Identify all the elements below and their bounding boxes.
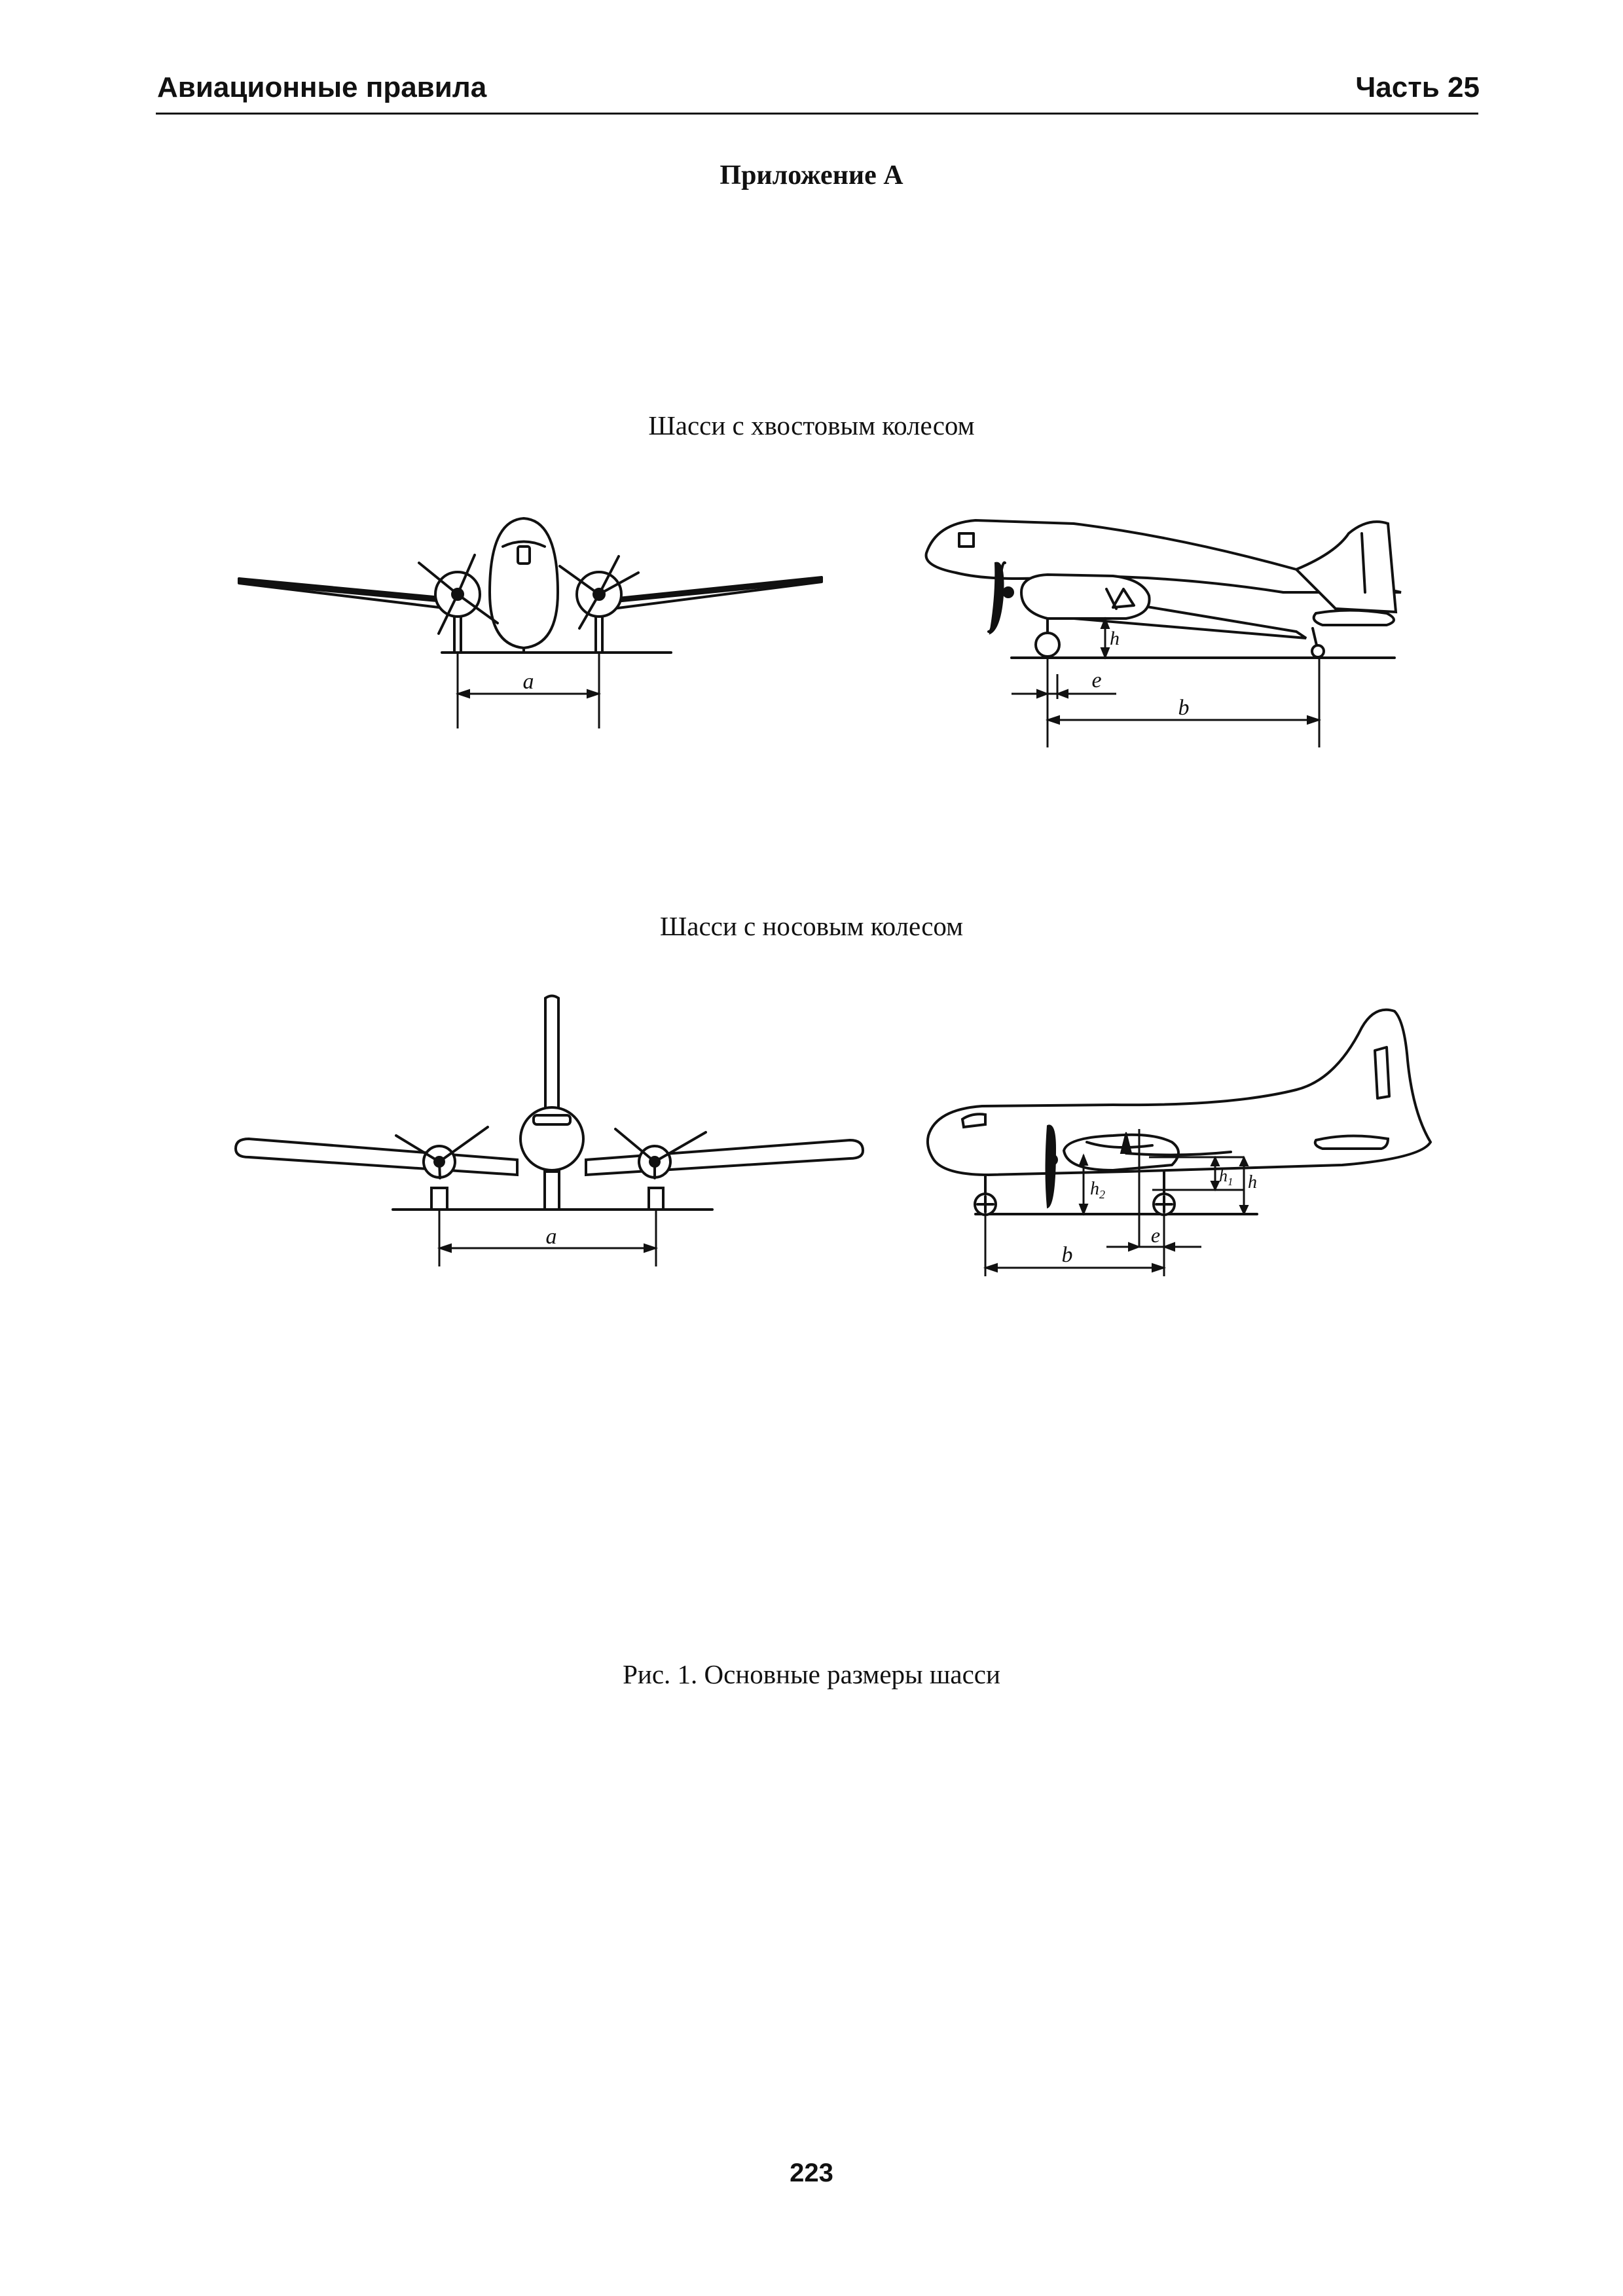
dim-label-b-tail: b [1178,696,1190,720]
page-number: 223 [790,2159,833,2187]
dim-label-b-nose: b [1062,1243,1073,1267]
running-header-title: Авиационные правила [157,71,487,103]
section-caption-nosewheel: Шасси с носовым колесом [659,911,964,941]
dim-label-h2: h2 [1090,1179,1105,1201]
header-rule [156,113,1478,115]
dim-label-h-nose: h [1248,1172,1257,1193]
dim-label-h2-subscript: 2 [1099,1188,1105,1201]
nosewheel-front-view: a [234,994,865,1266]
appendix-title: Приложение А [720,160,903,190]
tailwheel-front-view: a [238,516,823,728]
dim-label-h2-letter: h [1090,1179,1099,1199]
tailwheel-side-view: h e b [924,518,1402,747]
dim-label-a-tail: a [523,670,534,694]
figure-caption: Рис. 1. Основные размеры шасси [623,1659,1000,1689]
dim-label-e-tail: e [1091,668,1101,692]
dim-label-h1-subscript: 1 [1228,1175,1233,1188]
running-header-part: Часть 25 [1355,71,1480,103]
section-caption-tailwheel: Шасси с хвостовым колесом [648,410,975,440]
dim-label-h1: h1 [1219,1166,1233,1188]
dim-label-h1-letter: h [1219,1166,1228,1185]
dim-label-a-nose: a [546,1225,557,1249]
nosewheel-side-view: h2 h1 h e b [926,1008,1432,1276]
dim-label-h-tail: h [1110,628,1120,649]
dim-label-e-nose: e [1151,1223,1160,1247]
